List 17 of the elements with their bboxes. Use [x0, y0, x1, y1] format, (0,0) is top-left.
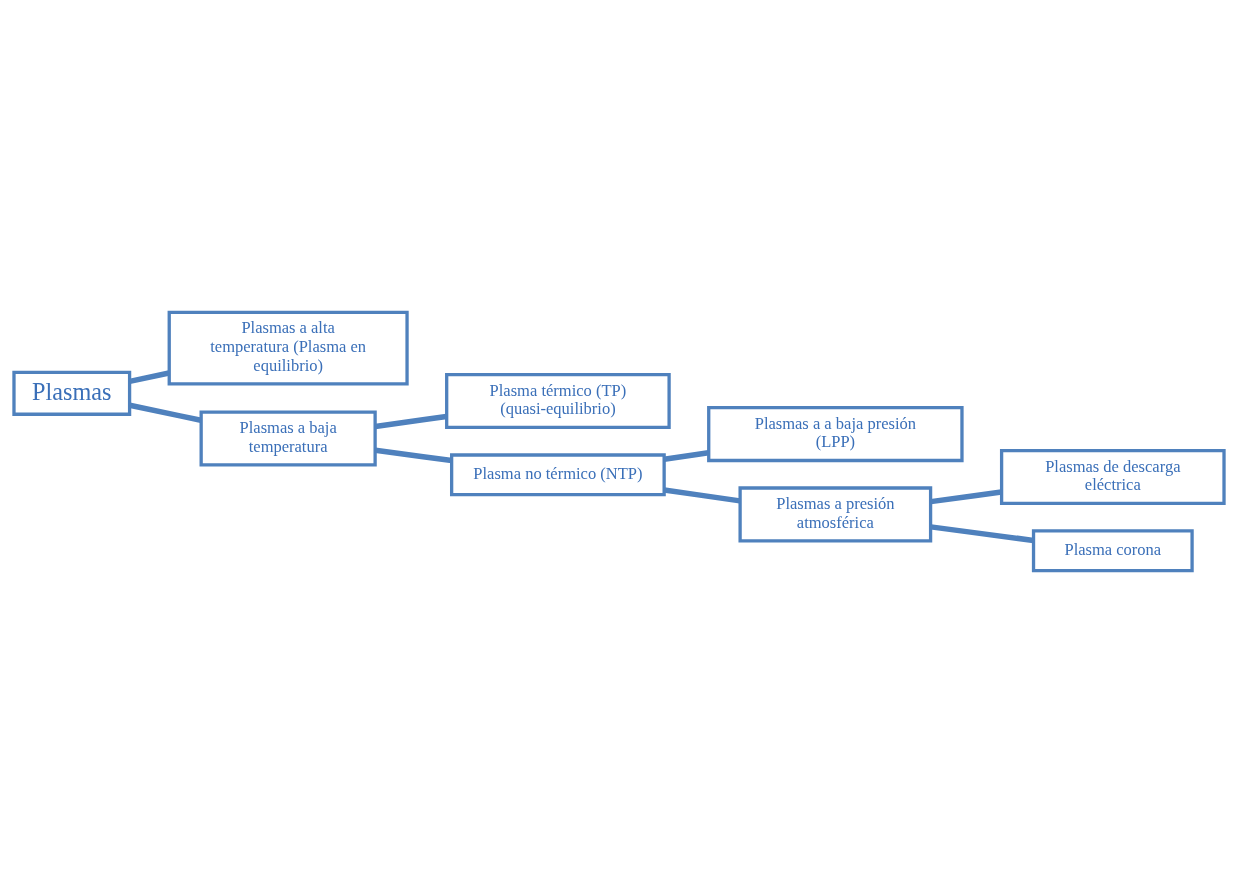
connector — [374, 413, 447, 429]
connector — [129, 402, 202, 423]
node-box: Plasmas a baja temperatura — [199, 409, 377, 467]
node-box: Plasma corona — [1031, 528, 1194, 572]
connector — [930, 523, 1034, 543]
node-box: Plasmas a a baja presión (LPP) — [707, 405, 964, 462]
connector — [663, 449, 709, 462]
connector — [930, 488, 1002, 504]
connector — [375, 446, 452, 463]
node-box: Plasma térmico (TP) (quasi-equilibrio) — [445, 372, 671, 429]
node-box: Plasmas a presión atmosférica — [738, 485, 933, 542]
connector — [129, 369, 170, 384]
node-box: Plasma no térmico (NTP) — [450, 452, 666, 496]
connector — [663, 486, 741, 504]
node-box: Plasmas de descarga eléctrica — [999, 448, 1226, 505]
node-box: Plasmas — [12, 370, 132, 416]
node-box: Plasmas a alta temperatura (Plasma en equilibrio) — [167, 310, 409, 386]
